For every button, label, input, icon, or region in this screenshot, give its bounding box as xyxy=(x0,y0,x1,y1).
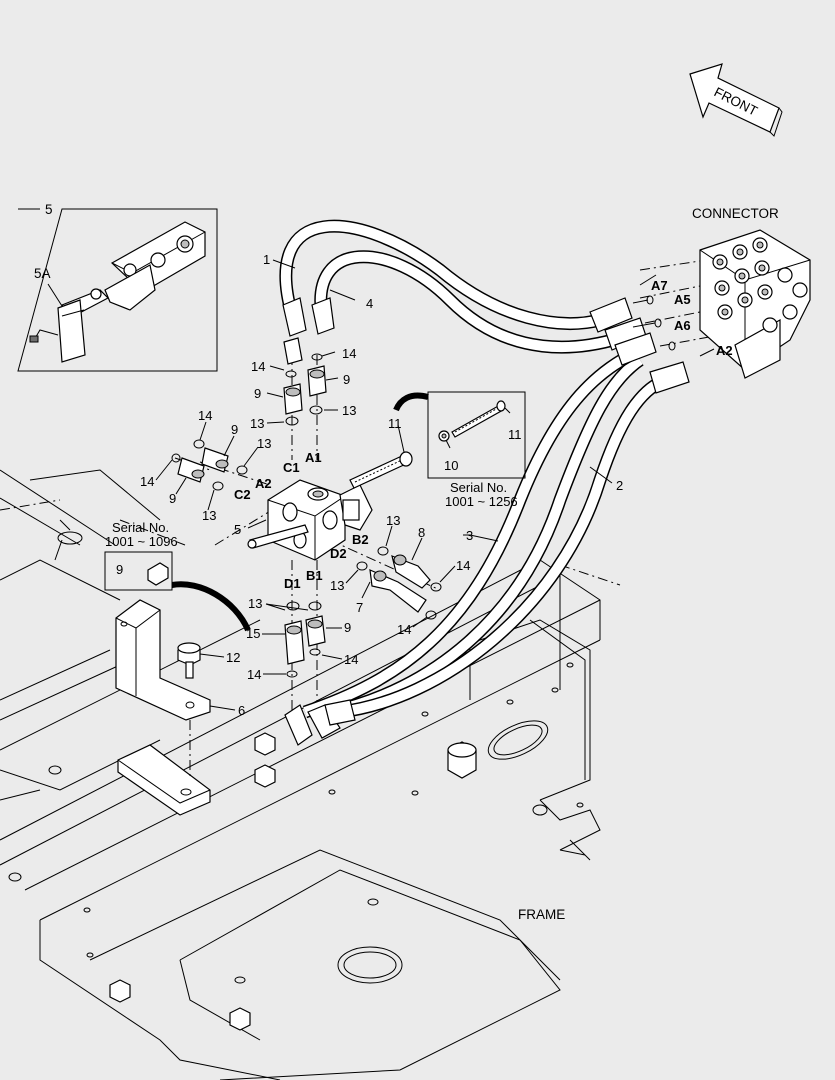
frame-label: FRAME xyxy=(518,907,565,922)
valve-block xyxy=(247,479,373,561)
callout-13-b: 13 xyxy=(342,403,356,418)
port-c1: C1 xyxy=(283,460,300,475)
callout-13-g: 13 xyxy=(248,596,262,611)
callout-14-g: 14 xyxy=(344,652,358,667)
callout-15: 15 xyxy=(246,626,260,641)
callout-9-d: 9 xyxy=(169,491,176,506)
callout-14-f: 14 xyxy=(397,622,411,637)
callout-14-d: 14 xyxy=(140,474,154,489)
serial-note-right-line2: 1001 ~ 1256 xyxy=(445,494,518,509)
callout-13-a: 13 xyxy=(250,416,264,431)
callout-9-e: 9 xyxy=(344,620,351,635)
callout-8: 8 xyxy=(418,525,425,540)
callout-2: 2 xyxy=(616,478,623,493)
port-b2: B2 xyxy=(352,532,369,547)
inset-part-number: 5 xyxy=(45,202,53,217)
frame-structure xyxy=(0,469,601,1080)
callout-9-b: 9 xyxy=(343,372,350,387)
fittings xyxy=(171,295,676,678)
callout-11: 11 xyxy=(388,416,402,431)
callout-14-a: 14 xyxy=(251,359,265,374)
serial-note-right: 11 10 Serial No. 1001 ~ 1256 xyxy=(393,391,526,509)
callout-13-d: 13 xyxy=(202,508,216,523)
callout-3: 3 xyxy=(466,528,473,543)
callout-1: 1 xyxy=(263,252,270,267)
port-d1: D1 xyxy=(284,576,301,591)
serial-note-left-line2: 1001 ~ 1096 xyxy=(105,534,178,549)
serial-note-left-line1: Serial No. xyxy=(112,520,169,535)
connector-block xyxy=(699,229,811,379)
bracket-6 xyxy=(115,599,211,721)
port-labels: A7 A5 A6 A2 C1 A1 A2 C2 B2 D2 D1 B1 xyxy=(234,278,733,591)
callout-13-e: 13 xyxy=(386,513,400,528)
port-c2: C2 xyxy=(234,487,251,502)
callout-13-f: 13 xyxy=(330,578,344,593)
callout-5: 5 xyxy=(234,522,241,537)
callout-13-c: 13 xyxy=(257,436,271,451)
callout-numbers: 1 4 14 14 9 9 13 13 14 9 13 14 9 13 5 11… xyxy=(140,252,623,718)
front-direction-arrow: FRONT xyxy=(689,63,783,137)
callout-11-right: 11 xyxy=(508,427,522,442)
connector-label: CONNECTOR xyxy=(692,206,779,221)
port-a7: A7 xyxy=(651,278,668,293)
callout-14-h: 14 xyxy=(247,667,261,682)
callout-14-b: 14 xyxy=(342,346,356,361)
port-a1: A1 xyxy=(305,450,322,465)
callout-14-e: 14 xyxy=(456,558,470,573)
port-b1: B1 xyxy=(306,568,323,583)
callout-6: 6 xyxy=(238,703,245,718)
port-a6: A6 xyxy=(674,318,691,333)
inset-subpart-label: 5A xyxy=(34,266,51,281)
callout-12: 12 xyxy=(226,650,240,665)
callout-9-a: 9 xyxy=(254,386,261,401)
callout-4: 4 xyxy=(366,296,373,311)
serial-note-left: Serial No. 1001 ~ 1096 9 xyxy=(104,520,251,632)
leader-lines xyxy=(155,259,715,711)
bolt-11 xyxy=(349,451,413,489)
port-a5: A5 xyxy=(674,292,691,307)
valve-detail-inset: 5 5A xyxy=(17,202,218,372)
port-a2-valve: A2 xyxy=(255,476,272,491)
serial-note-right-line1: Serial No. xyxy=(450,480,507,495)
callout-9-c: 9 xyxy=(231,422,238,437)
callout-14-c: 14 xyxy=(198,408,212,423)
callout-7: 7 xyxy=(356,600,363,615)
callout-9-inset: 9 xyxy=(116,562,123,577)
port-d2: D2 xyxy=(330,546,347,561)
port-a2-connector: A2 xyxy=(716,343,733,358)
callout-10: 10 xyxy=(444,458,458,473)
